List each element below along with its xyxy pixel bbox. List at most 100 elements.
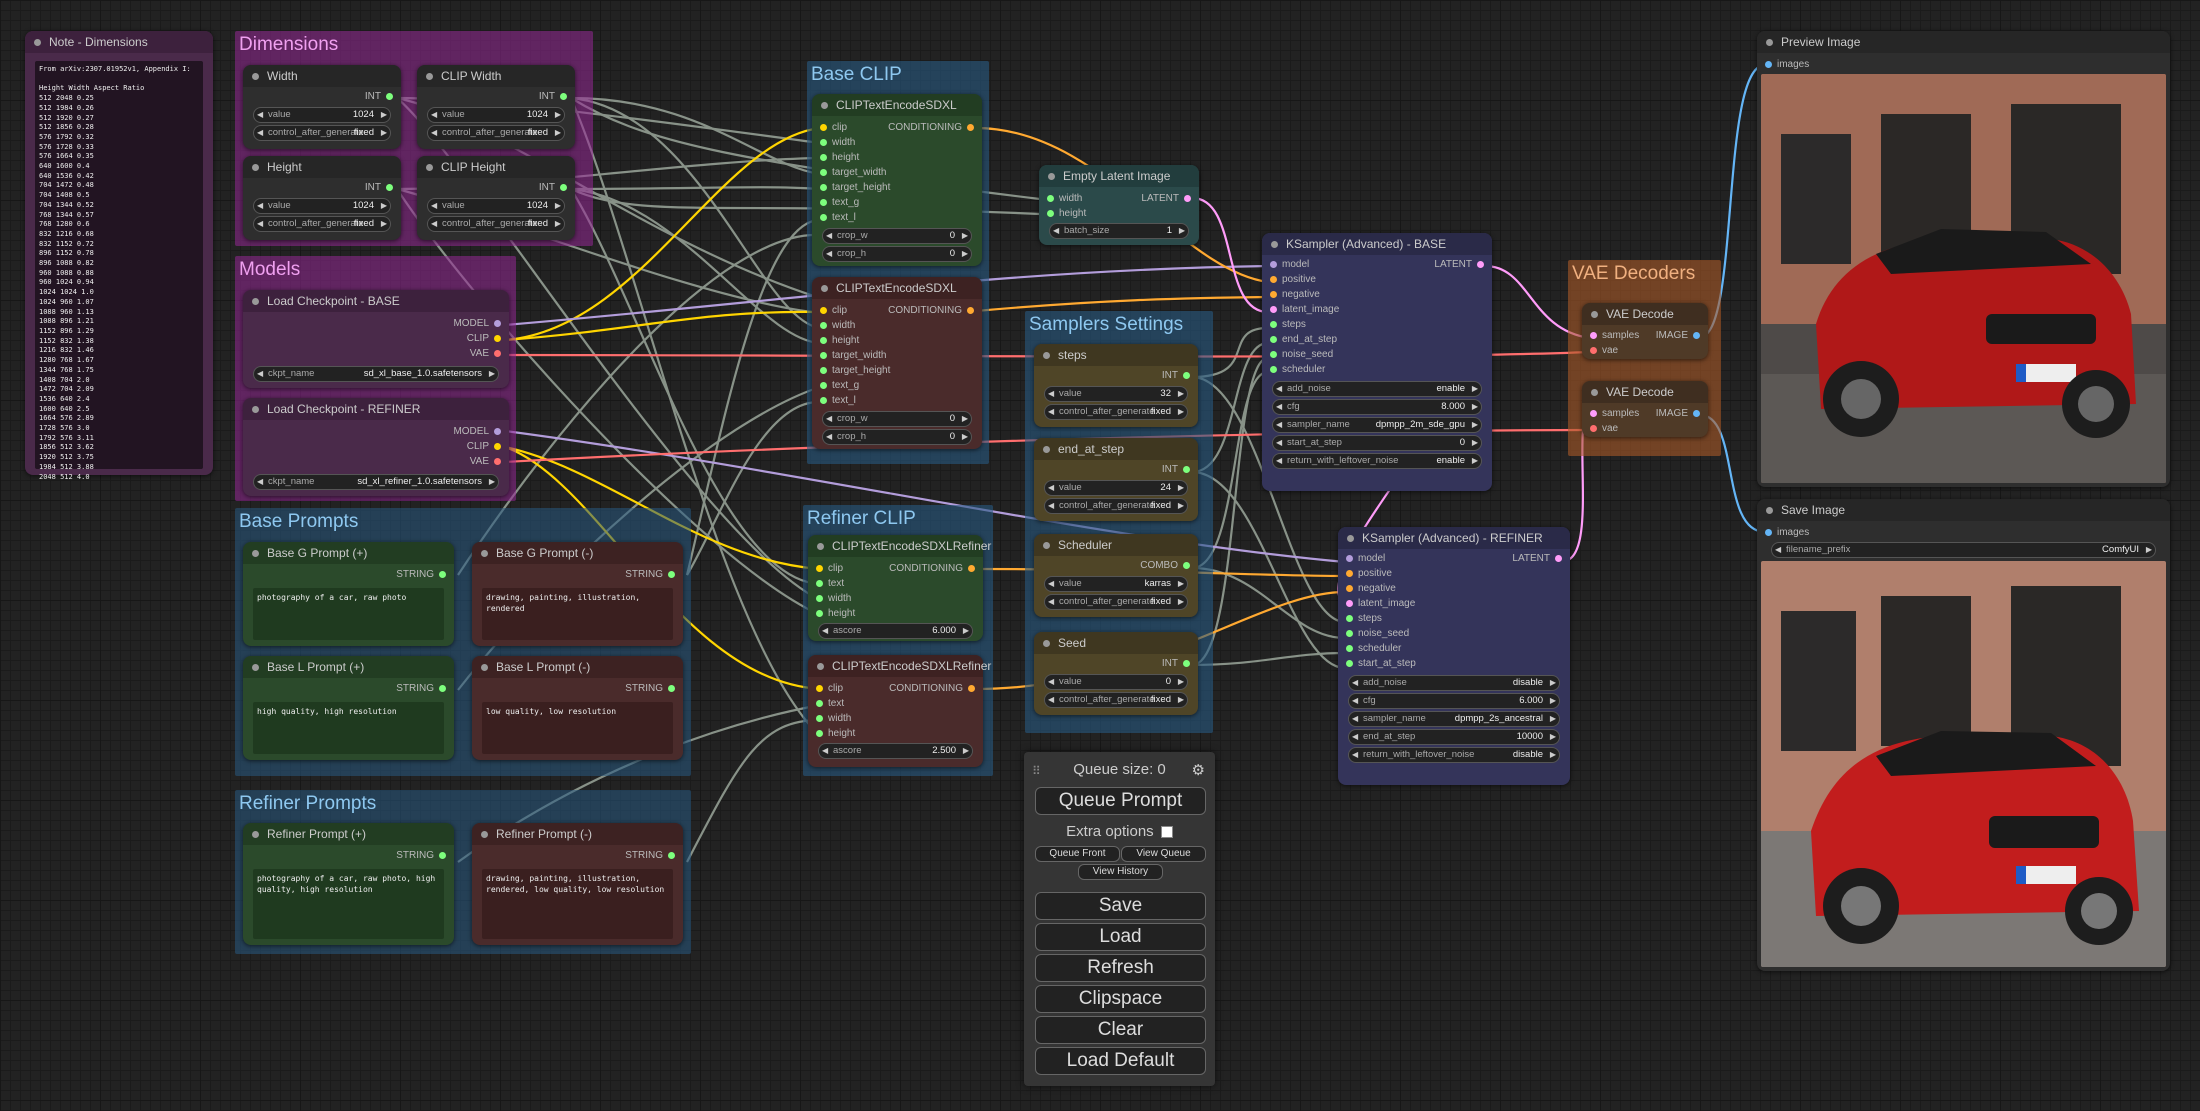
text-input[interactable]: text [816, 698, 844, 709]
positive-input[interactable]: positive [1270, 274, 1316, 285]
view-history-button[interactable]: View History [1078, 864, 1163, 880]
crop-h-widget[interactable]: crop_h0 [822, 246, 972, 262]
samples-input[interactable]: samples [1590, 330, 1639, 341]
target-height-input[interactable]: target_height [820, 365, 890, 376]
model-input[interactable]: model [1270, 259, 1309, 270]
gear-icon[interactable]: ⚙ [1191, 762, 1205, 779]
latent-output[interactable]: LATENT [1434, 259, 1484, 270]
load-default-button[interactable]: Load Default [1035, 1047, 1206, 1075]
vae-output[interactable]: VAE [470, 348, 501, 359]
clip-text-encode-sdxl-positive-node[interactable]: CLIPTextEncodeSDXL CONDITIONING clip wid… [812, 94, 982, 266]
height-input[interactable]: height [820, 335, 859, 346]
clip-output[interactable]: CLIP [467, 441, 501, 452]
latent-output[interactable]: LATENT [1512, 553, 1562, 564]
vae-input[interactable]: vae [1590, 345, 1618, 356]
int-output[interactable]: INT [1162, 464, 1190, 475]
height-input[interactable]: height [816, 608, 855, 619]
conditioning-output[interactable]: CONDITIONING [888, 305, 974, 316]
image-output[interactable]: IMAGE [1656, 408, 1700, 419]
height-input[interactable]: height [820, 152, 859, 163]
samples-input[interactable]: samples [1590, 408, 1639, 419]
image-output[interactable]: IMAGE [1656, 330, 1700, 341]
target-width-input[interactable]: target_width [820, 167, 886, 178]
load-button[interactable]: Load [1035, 923, 1206, 951]
conditioning-output[interactable]: CONDITIONING [889, 683, 975, 694]
end-at-step-input[interactable]: end_at_step [1270, 334, 1337, 345]
conditioning-output[interactable]: CONDITIONING [888, 122, 974, 133]
crop-w-widget[interactable]: crop_w0 [822, 411, 972, 427]
prompt-textarea[interactable]: photography of a car, raw photo [253, 588, 444, 640]
text-l-input[interactable]: text_l [820, 395, 856, 406]
vae-decode-node-2[interactable]: VAE Decode IMAGE samples vae [1582, 381, 1708, 437]
clipspace-button[interactable]: Clipspace [1035, 985, 1206, 1013]
ksampler-refiner-node[interactable]: KSampler (Advanced) - REFINER LATENT mod… [1338, 527, 1570, 785]
model-output[interactable]: MODEL [453, 318, 501, 329]
noise-seed-input[interactable]: noise_seed [1346, 628, 1409, 639]
images-input[interactable]: images [1765, 527, 1809, 538]
model-output[interactable]: MODEL [453, 426, 501, 437]
base-l-prompt-positive-node[interactable]: Base L Prompt (+) STRING high quality, h… [243, 656, 454, 760]
combo-output[interactable]: COMBO [1140, 560, 1190, 571]
empty-latent-image-node[interactable]: Empty Latent Image LATENT width height b… [1039, 165, 1199, 245]
noise-seed-input[interactable]: noise_seed [1270, 349, 1333, 360]
string-output[interactable]: STRING [396, 850, 446, 861]
positive-input[interactable]: positive [1346, 568, 1392, 579]
width-input[interactable]: width [1047, 193, 1082, 204]
clip-input[interactable]: clip [820, 305, 847, 316]
int-output[interactable]: INT [1162, 370, 1190, 381]
crop-w-widget[interactable]: crop_w0 [822, 228, 972, 244]
refiner-prompt-negative-node[interactable]: Refiner Prompt (-) STRING drawing, paint… [472, 823, 683, 945]
refresh-button[interactable]: Refresh [1035, 954, 1206, 982]
clear-button[interactable]: Clear [1035, 1016, 1206, 1044]
text-g-input[interactable]: text_g [820, 197, 859, 208]
latent-image-input[interactable]: latent_image [1270, 304, 1339, 315]
images-input[interactable]: images [1765, 59, 1809, 70]
negative-input[interactable]: negative [1346, 583, 1396, 594]
scheduler-input[interactable]: scheduler [1346, 643, 1401, 654]
int-output[interactable]: INT [539, 182, 567, 193]
string-output[interactable]: STRING [625, 850, 675, 861]
model-input[interactable]: model [1346, 553, 1385, 564]
prompt-textarea[interactable]: low quality, low resolution [482, 702, 673, 754]
crop-h-widget[interactable]: crop_h0 [822, 429, 972, 445]
refiner-prompt-positive-node[interactable]: Refiner Prompt (+) STRING photography of… [243, 823, 454, 945]
note-node[interactable]: Note - Dimensions From arXiv:2307.01952v… [25, 31, 213, 481]
queue-prompt-button[interactable]: Queue Prompt [1035, 787, 1206, 815]
comfy-menu[interactable]: ⠿ Queue size: 0 ⚙ Queue Prompt Extra opt… [1024, 752, 1215, 1086]
text-input[interactable]: text [816, 578, 844, 589]
preview-image-node[interactable]: Preview Image images [1757, 31, 2170, 487]
drag-handle-icon[interactable]: ⠿ [1032, 764, 1041, 778]
conditioning-output[interactable]: CONDITIONING [889, 563, 975, 574]
vae-input[interactable]: vae [1590, 423, 1618, 434]
string-output[interactable]: STRING [625, 683, 675, 694]
save-button[interactable]: Save [1035, 892, 1206, 920]
negative-input[interactable]: negative [1270, 289, 1320, 300]
int-output[interactable]: INT [365, 91, 393, 102]
